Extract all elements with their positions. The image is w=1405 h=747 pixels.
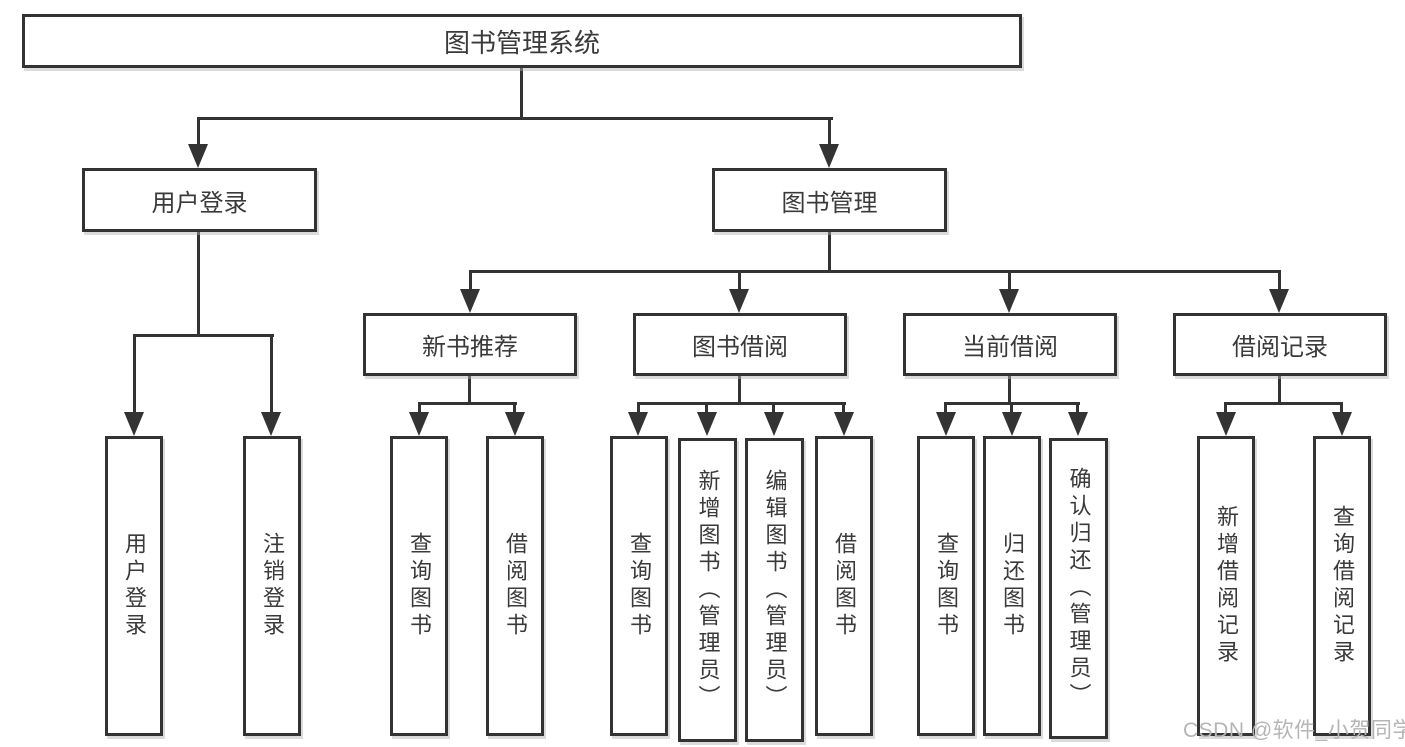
connector-line: [738, 376, 741, 405]
arrow-down-icon: [1068, 412, 1088, 436]
connector-line: [418, 402, 421, 414]
leaf-label: 借阅图书: [832, 532, 857, 640]
connector-line: [828, 117, 831, 147]
leaf-query-book-recommend: 查询图书: [390, 436, 448, 736]
connector-line: [520, 68, 523, 120]
arrow-down-icon: [505, 412, 525, 436]
arrow-down-icon: [628, 412, 648, 436]
leaf-edit-book-admin: 编辑图书（管理员）: [745, 438, 804, 742]
leaf-label: 查询图书: [407, 532, 432, 640]
connector-line: [842, 402, 845, 414]
leaf-label: 注销登录: [260, 532, 285, 640]
arrow-down-icon: [460, 289, 480, 313]
leaf-label: 查询图书: [934, 532, 959, 640]
connector-line: [1278, 376, 1281, 405]
connector-line: [197, 117, 833, 120]
arrow-down-icon: [1332, 412, 1352, 436]
connector-line: [1224, 402, 1227, 414]
connector-line: [468, 376, 471, 405]
arrow-down-icon: [1269, 289, 1289, 313]
node-book-management: 图书管理: [712, 168, 947, 232]
connector-line: [772, 402, 775, 414]
connector-line: [637, 402, 640, 414]
leaf-label: 查询图书: [627, 532, 652, 640]
connector-line: [1076, 402, 1079, 414]
connector-line: [1224, 402, 1343, 405]
connector-line: [1278, 270, 1281, 292]
node-borrow-records: 借阅记录: [1173, 313, 1387, 376]
arrow-down-icon: [834, 412, 854, 436]
connector-line: [133, 334, 274, 337]
arrow-down-icon: [261, 412, 281, 436]
leaf-query-book-current: 查询图书: [917, 436, 975, 736]
connector-line: [738, 270, 741, 292]
connector-line: [418, 402, 517, 405]
connector-line: [1340, 402, 1343, 414]
connector-line: [1008, 270, 1011, 292]
leaf-query-book-borrow: 查询图书: [610, 436, 668, 736]
leaf-label: 借阅图书: [503, 532, 528, 640]
leaf-logout: 注销登录: [243, 436, 301, 736]
leaf-user-login: 用户登录: [105, 436, 163, 736]
connector-line: [469, 270, 1281, 273]
connector-line: [133, 334, 136, 414]
leaf-add-book-admin: 新增图书（管理员）: [678, 438, 737, 742]
leaf-label: 确认归还（管理员）: [1066, 467, 1092, 710]
connector-line: [944, 402, 947, 414]
arrow-down-icon: [819, 144, 839, 168]
connector-line: [469, 270, 472, 292]
leaf-borrow-book-recommend: 借阅图书: [486, 436, 544, 736]
connector-line: [197, 232, 200, 337]
arrow-down-icon: [729, 289, 749, 313]
arrow-down-icon: [124, 412, 144, 436]
csdn-watermark: CSDN @软件_小贺同学: [1183, 719, 1405, 742]
arrow-down-icon: [1002, 412, 1022, 436]
leaf-borrow-book-borrow: 借阅图书: [815, 436, 873, 736]
arrow-down-icon: [999, 289, 1019, 313]
leaf-return-book: 归还图书: [983, 436, 1041, 736]
leaf-confirm-return-admin: 确认归还（管理员）: [1049, 438, 1108, 739]
leaf-label: 查询借阅记录: [1330, 505, 1355, 667]
connector-line: [270, 334, 273, 414]
connector-line: [1010, 402, 1013, 414]
arrow-down-icon: [764, 412, 784, 436]
leaf-label: 用户登录: [122, 532, 147, 640]
node-current-borrow: 当前借阅: [903, 313, 1117, 376]
node-new-book-recommend: 新书推荐: [363, 313, 577, 376]
node-library-management-system: 图书管理系统: [22, 14, 1022, 68]
connector-line: [705, 402, 708, 414]
leaf-label: 新增图书（管理员）: [695, 468, 721, 712]
connector-line: [637, 402, 846, 405]
leaf-query-borrow-record: 查询借阅记录: [1313, 436, 1371, 736]
node-book-borrow: 图书借阅: [633, 313, 847, 376]
arrow-down-icon: [936, 412, 956, 436]
arrow-down-icon: [697, 412, 717, 436]
connector-line: [1008, 376, 1011, 405]
node-user-login: 用户登录: [82, 168, 317, 232]
connector-line: [197, 117, 200, 147]
leaf-label: 编辑图书（管理员）: [762, 468, 788, 712]
arrow-down-icon: [1216, 412, 1236, 436]
leaf-add-borrow-record: 新增借阅记录: [1197, 436, 1255, 736]
arrow-down-icon: [409, 412, 429, 436]
connector-line: [828, 232, 831, 273]
leaf-label: 新增借阅记录: [1214, 505, 1239, 667]
leaf-label: 归还图书: [1000, 532, 1025, 640]
arrow-down-icon: [188, 144, 208, 168]
connector-line: [513, 402, 516, 414]
